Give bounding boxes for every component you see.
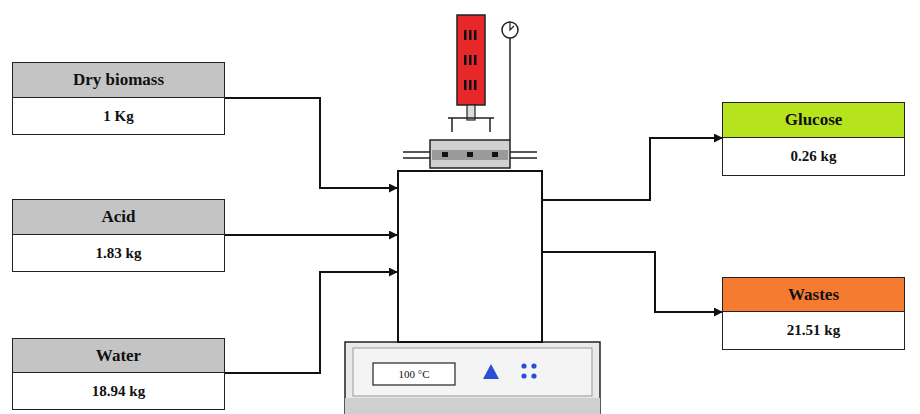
flow-arrow: [543, 138, 722, 200]
lid-band: [432, 150, 508, 160]
thermometer-stem: [509, 38, 511, 140]
lid-bolts: [442, 152, 498, 157]
control-dots: [521, 363, 536, 378]
stream-name: Dry biomass: [13, 63, 224, 98]
stream-mass: 1 Kg: [13, 98, 224, 134]
hot-plate: [345, 342, 600, 414]
up-button: [483, 364, 499, 379]
flow-arrow: [543, 252, 722, 312]
stream-mass: 0.26 kg: [723, 138, 904, 175]
stream-box: Dry biomass1 Kg: [12, 62, 225, 135]
stream-name: Water: [13, 339, 224, 373]
stream-box: Glucose0.26 kg: [722, 102, 905, 176]
temperature-display: [373, 363, 455, 385]
stream-name: Glucose: [723, 103, 904, 138]
reactor-lid: [430, 140, 510, 168]
stream-mass: 21.51 kg: [723, 312, 904, 349]
stream-name: Acid: [13, 200, 224, 235]
reactor-vessel: 100 °C: [397, 170, 543, 343]
stirrer-motor: [457, 15, 485, 105]
stream-box: Water18.94 kg: [12, 338, 225, 410]
flow-arrow: [225, 98, 397, 188]
stream-mass: 18.94 kg: [13, 373, 224, 409]
motor-vents: [464, 30, 477, 90]
flow-arrow: [225, 234, 397, 236]
stream-mass: 1.83 kg: [13, 235, 224, 271]
stream-name: Wastes: [723, 278, 904, 312]
thermometer-dial: [502, 22, 518, 38]
hot-plate-base: [345, 398, 600, 414]
flow-arrow: [225, 272, 397, 373]
stream-box: Acid1.83 kg: [12, 199, 225, 272]
temperature-reading: 100 °C: [373, 363, 455, 385]
control-panel: [353, 348, 592, 396]
dial-needle: [510, 22, 514, 30]
stream-box: Wastes21.51 kg: [722, 277, 905, 350]
clamp: [448, 118, 494, 132]
